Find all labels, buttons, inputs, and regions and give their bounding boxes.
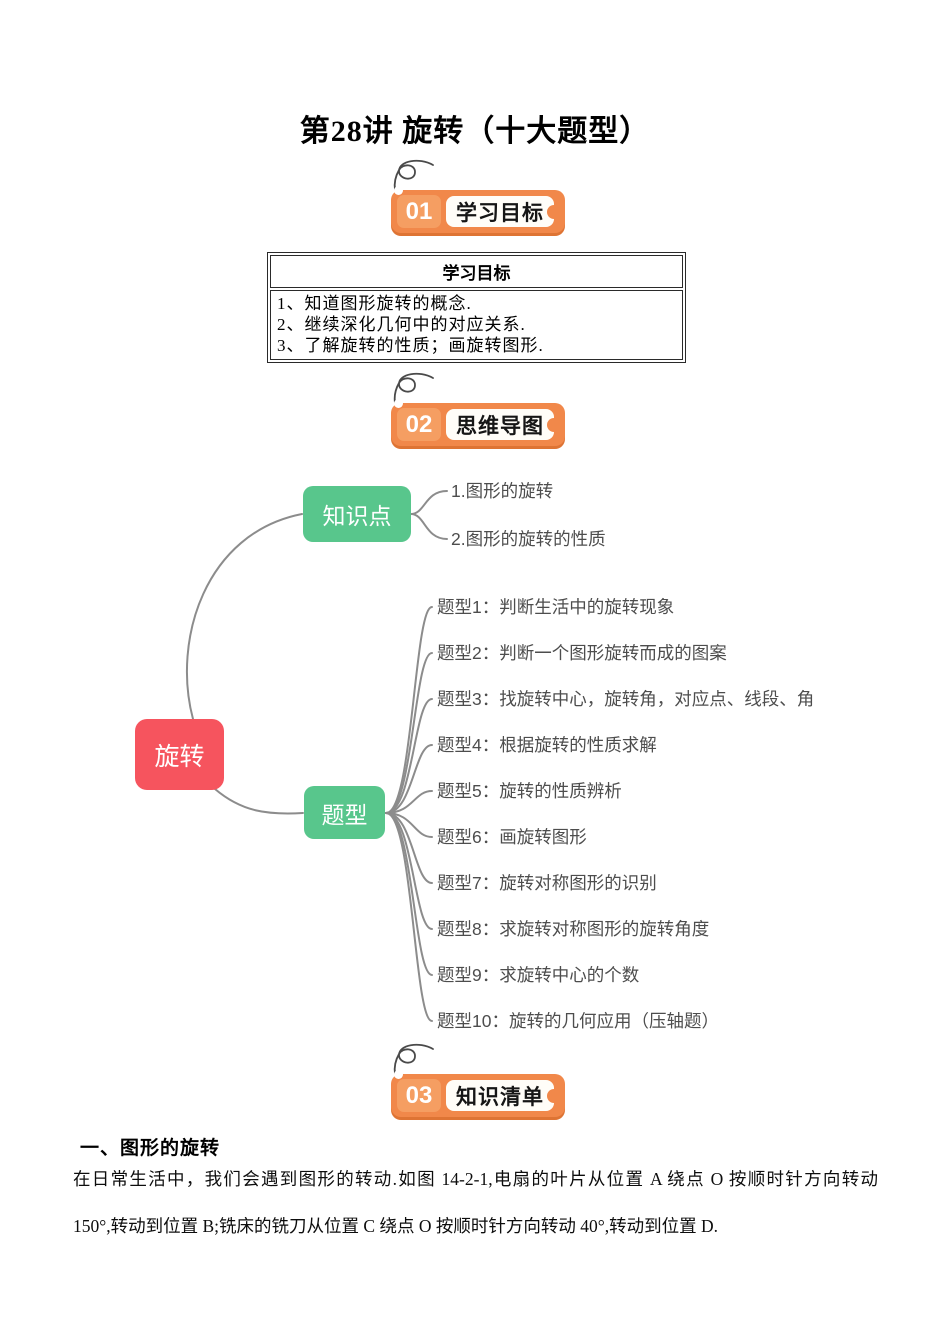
mindmap-leaf: 2.图形的旋转的性质 xyxy=(451,529,606,549)
mindmap-leaf: 题型5：旋转的性质辨析 xyxy=(437,781,622,801)
objectives-table-body: 1、知道图形旋转的概念. 2、继续深化几何中的对应关系. 3、了解旋转的性质；画… xyxy=(270,290,683,360)
objectives-table: 学习目标 1、知道图形旋转的概念. 2、继续深化几何中的对应关系. 3、了解旋转… xyxy=(267,252,686,363)
badge-notch xyxy=(547,1088,561,1103)
badge-notch xyxy=(547,204,561,219)
mindmap-leaf: 1.图形的旋转 xyxy=(451,481,554,501)
ribbon-squiggle-icon xyxy=(393,372,434,404)
knowledge-paragraph: 在日常生活中，我们会遇到图形的转动.如图 14-2-1,电扇的叶片从位置 A 绕… xyxy=(73,1156,878,1250)
badge-label: 思维导图 xyxy=(456,414,544,438)
section-badge-02: 02 思维导图 xyxy=(391,372,565,446)
badge-pill: 知识清单 xyxy=(446,1080,561,1111)
ribbon-squiggle-icon xyxy=(393,1043,434,1075)
mindmap-leaf: 题型2：判断一个图形旋转而成的图案 xyxy=(437,643,727,663)
paragraph-line: 150°,转动到位置 B;铣床的铣刀从位置 C 绕点 O 按顺时针方向转动 40… xyxy=(73,1216,718,1236)
badge-corner-dot xyxy=(394,399,403,408)
mindmap-leaf: 题型7：旋转对称图形的识别 xyxy=(437,873,657,893)
mindmap-branch-question-types: 题型 xyxy=(304,786,385,839)
mindmap-leaf: 题型9：求旋转中心的个数 xyxy=(437,965,640,985)
page-title: 第28讲 旋转（十大题型） xyxy=(299,115,651,148)
mindmap-leaf: 题型8：求旋转对称图形的旋转角度 xyxy=(437,919,710,939)
badge-pill: 学习目标 xyxy=(446,196,561,227)
badge-label: 知识清单 xyxy=(456,1085,544,1109)
mindmap-leaf: 题型6：画旋转图形 xyxy=(437,827,587,847)
badge-corner-dot xyxy=(394,186,403,195)
badge-number: 02 xyxy=(397,408,441,441)
mindmap-root-node: 旋转 xyxy=(135,719,224,790)
badge-corner-dot xyxy=(394,1070,403,1079)
mindmap-leaf: 题型4：根据旋转的性质求解 xyxy=(437,735,657,755)
mindmap-leaf: 题型10：旋转的几何应用（压轴题） xyxy=(437,1011,719,1031)
knowledge-section-heading: 一、图形的旋转 xyxy=(80,1138,221,1159)
badge-label: 学习目标 xyxy=(456,201,544,225)
badge-pill: 思维导图 xyxy=(446,409,561,440)
badge-notch xyxy=(547,417,561,432)
mindmap-branch-knowledge-points: 知识点 xyxy=(303,486,411,542)
paragraph-line: 在日常生活中，我们会遇到图形的转动.如图 14-2-1,电扇的叶片从位置 A 绕… xyxy=(73,1169,878,1189)
section-badge-01: 01 学习目标 xyxy=(391,159,565,233)
mindmap-leaf: 题型3：找旋转中心，旋转角，对应点、线段、角 xyxy=(437,689,815,709)
mindmap-leaf: 题型1：判断生活中的旋转现象 xyxy=(437,597,675,617)
ribbon-squiggle-icon xyxy=(393,159,434,191)
badge-number: 03 xyxy=(397,1079,441,1112)
objective-item: 3、了解旋转的性质；画旋转图形. xyxy=(277,336,544,355)
objectives-table-header: 学习目标 xyxy=(270,255,683,288)
objective-item: 2、继续深化几何中的对应关系. xyxy=(277,315,526,334)
section-badge-03: 03 知识清单 xyxy=(391,1043,565,1117)
objective-item: 1、知道图形旋转的概念. xyxy=(277,294,472,313)
badge-number: 01 xyxy=(397,195,441,228)
